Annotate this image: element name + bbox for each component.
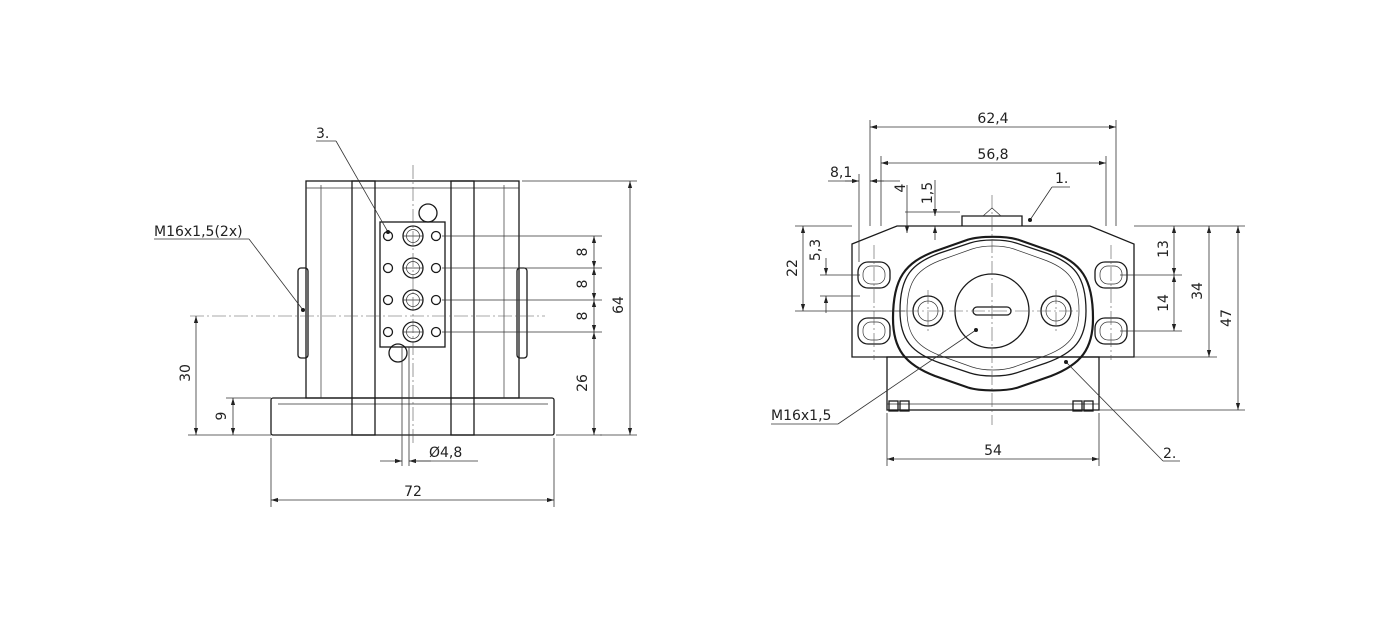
terminal-row: [382, 321, 442, 343]
dim-14: 14: [1156, 294, 1172, 312]
dim-22: 22: [785, 259, 801, 277]
callout-thread: M16x1,5: [771, 408, 831, 424]
callout-seal: 2.: [1163, 446, 1176, 462]
terminal-row: [382, 289, 442, 311]
dim-5-3: 5,3: [808, 239, 824, 261]
terminal-row: [382, 225, 442, 247]
callout-terminals: 3.: [316, 126, 329, 142]
dim-47: 47: [1219, 309, 1235, 327]
callout-cover: 1.: [1055, 171, 1068, 187]
terminal-row: [382, 257, 442, 279]
dim-overall-width: 72: [404, 484, 422, 500]
dim-1-5: 1,5: [920, 182, 936, 204]
callout-thread-2x: M16x1,5(2x): [154, 224, 243, 240]
dim-outer-width: 62,4: [977, 111, 1008, 127]
dim-34: 34: [1190, 282, 1206, 300]
dim-conduit-height: 30: [178, 364, 194, 382]
dim-base-height: 9: [214, 412, 230, 421]
side-view: [851, 195, 1135, 425]
dim-4: 4: [893, 183, 909, 192]
dim-pitch-3: 8: [575, 312, 591, 321]
dim-pitch-2: 8: [575, 280, 591, 289]
dim-hole-spacing: 56,8: [977, 147, 1008, 163]
dim-diameter: Ø4,8: [429, 445, 462, 461]
dim-pitch-1: 8: [575, 248, 591, 257]
dim-base-width: 54: [984, 443, 1002, 459]
front-dimensions: 3. M16x1,5(2x) 8 8 8 26 64 30 9: [154, 126, 637, 507]
dim-13: 13: [1156, 240, 1172, 258]
side-dimensions: 62,4 56,8 8,1 4 1,5 1. 22: [771, 111, 1245, 466]
dim-left-offset: 8,1: [830, 165, 852, 181]
dim-overall-height: 64: [611, 296, 627, 314]
front-view: [190, 165, 555, 445]
dim-terminal-height: 26: [575, 374, 591, 392]
